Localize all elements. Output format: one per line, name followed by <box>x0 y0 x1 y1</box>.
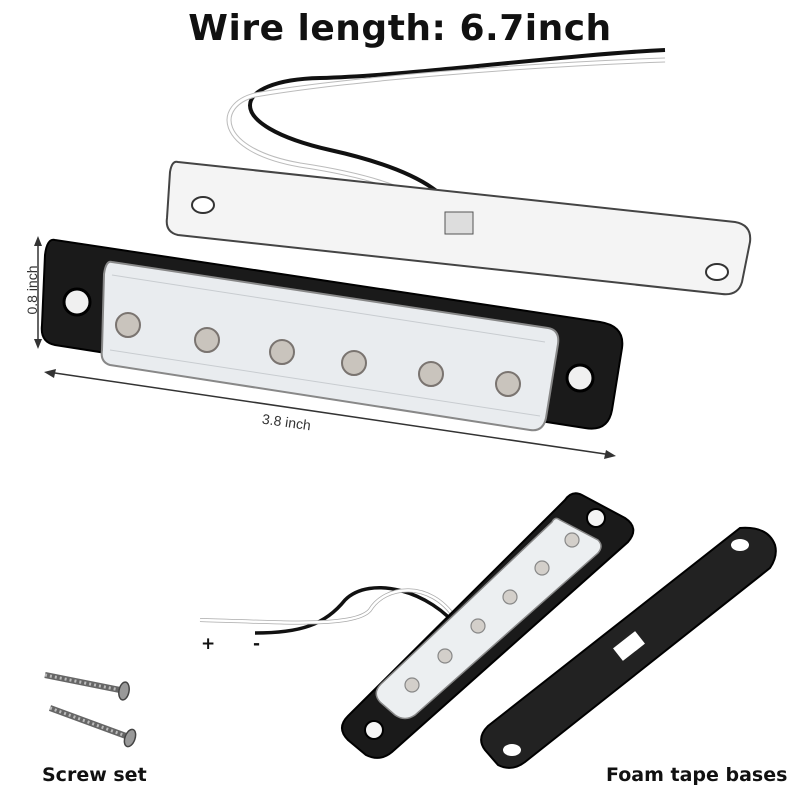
lower-light-housing <box>341 492 635 759</box>
screw-set <box>44 672 137 748</box>
positive-wire-label: + <box>201 634 216 654</box>
lower-led-row <box>404 532 580 693</box>
foam-tape-base <box>480 526 777 769</box>
upper-light-housing <box>40 238 624 432</box>
screw-2 <box>48 705 137 748</box>
screw-1 <box>44 672 130 701</box>
upper-led-row <box>115 312 521 397</box>
negative-wire-label: - <box>253 634 261 654</box>
upper-base-plate <box>165 160 752 296</box>
foam-tape-caption: Foam tape bases <box>606 764 788 786</box>
lower-wire <box>199 586 462 635</box>
height-dimension-line <box>34 236 42 349</box>
height-label: 0.8 inch <box>24 265 40 315</box>
length-dimension-line <box>44 369 616 459</box>
screw-set-caption: Screw set <box>42 764 147 786</box>
wire-length-title: Wire length: 6.7inch <box>188 8 612 49</box>
